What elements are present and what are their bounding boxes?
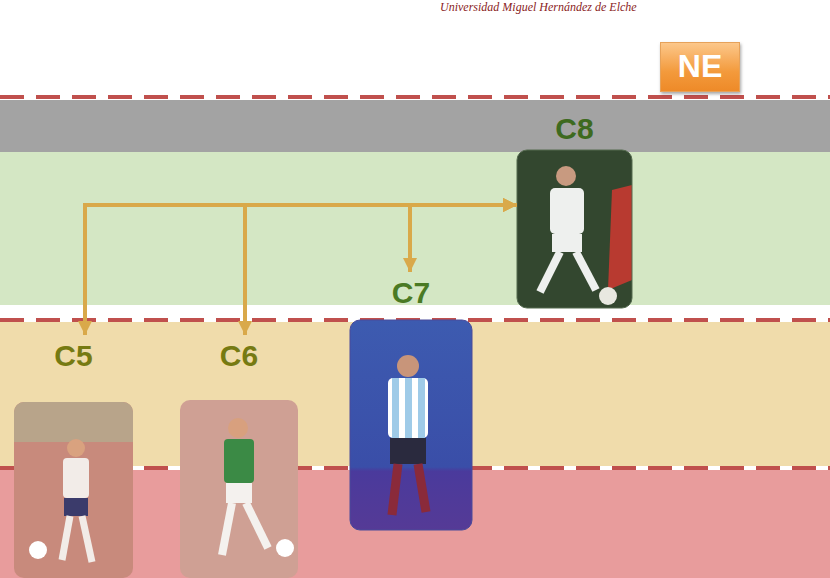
photo-ground [350,320,472,530]
player-leg [540,252,560,292]
photo-card: C8 [517,108,632,308]
card-label: C7 [392,276,430,309]
player-head [397,355,419,377]
flow-arrow [410,205,517,272]
ball [599,287,617,305]
ball [29,541,47,559]
card-label: C5 [54,339,92,372]
player-shorts [226,483,252,503]
photo-card: C6 [180,335,298,578]
tag-text: NE [678,49,722,84]
player-shorts [390,438,426,464]
player-leg [392,464,398,515]
photo-ground [517,150,632,308]
player-shirt [388,378,428,438]
photo-ground [180,400,298,578]
photo-card: C5 [14,335,133,578]
player-shirt [550,188,584,234]
flow-arrow [85,205,517,335]
opponent [608,185,632,290]
player-head [228,418,248,438]
player-photo [517,150,632,308]
ball [276,539,294,557]
photo-frame [350,320,472,530]
photo-ground [14,402,133,578]
gray-band [0,100,830,152]
photo-stands [14,402,133,442]
player-leg [82,516,92,562]
player-leg [576,252,596,290]
card-label: C6 [220,339,258,372]
card-label: C8 [555,112,593,145]
player-shirt [224,439,254,483]
player-leg [418,464,426,512]
header-text: Universidad Miguel Hernández de Elche [440,0,637,15]
player-shorts [552,234,582,252]
photo-card: C7 [350,272,472,530]
player-leg [62,516,70,560]
player-leg [246,503,268,548]
dashed-divider [0,95,830,99]
player-head [67,439,85,457]
tag-box: NE [660,42,740,92]
shirt-stripe [405,378,412,438]
flow-arrow [245,205,517,335]
player-leg [222,503,232,555]
player-head [556,166,576,186]
player-shorts [64,498,88,516]
photo-frame [517,150,632,308]
shirt-stripe [392,378,399,438]
player-shirt [63,458,89,498]
player-photo [14,402,133,578]
player-photo [350,320,472,530]
shirt-stripe [418,378,425,438]
player-photo [180,400,298,578]
